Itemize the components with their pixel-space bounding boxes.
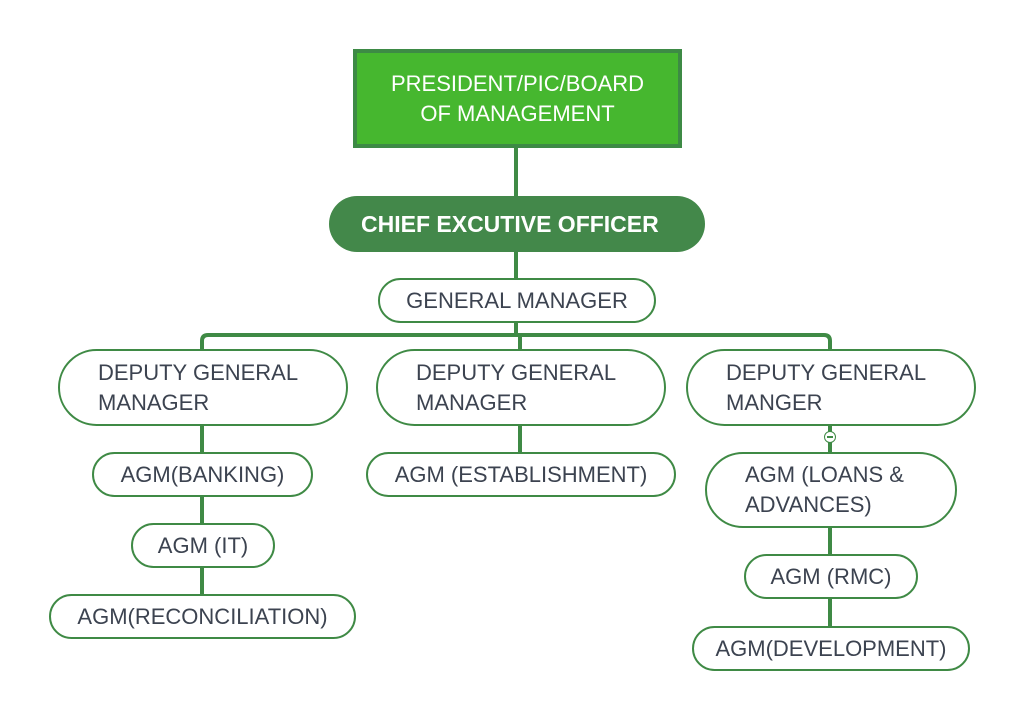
node-label: CHIEF EXCUTIVE OFFICER [361, 211, 659, 237]
node-label: ADVANCES) [745, 492, 872, 517]
node-label: DEPUTY GENERAL [726, 359, 927, 385]
node-ceo[interactable]: CHIEF EXCUTIVE OFFICER [329, 196, 705, 252]
node-dgm-2[interactable]: DEPUTY GENERAL MANAGER [376, 349, 666, 426]
node-general-manager[interactable]: GENERAL MANAGER [378, 278, 656, 323]
node-label: DEPUTY GENERAL [416, 359, 617, 385]
node-label: MANAGER [416, 389, 528, 415]
node-label: GENERAL MANAGER [406, 287, 628, 313]
node-agm-banking[interactable]: AGM(BANKING) [92, 452, 313, 497]
node-label: AGM (IT) [157, 532, 249, 558]
node-label: OF MANAGEMENT [420, 100, 615, 126]
node-president[interactable]: PRESIDENT/PIC/BOARD OF MANAGEMENT [353, 49, 682, 148]
node-label: DEPUTY GENERAL [98, 359, 299, 385]
node-agm-establishment[interactable]: AGM (ESTABLISHMENT) [366, 452, 676, 497]
node-agm-reconciliation[interactable]: AGM(RECONCILIATION) [49, 594, 356, 639]
node-agm-rmc[interactable]: AGM (RMC) [744, 554, 918, 599]
node-label: PRESIDENT/PIC/BOARD [390, 70, 645, 96]
node-label: AGM (ESTABLISHMENT) [394, 461, 648, 487]
collapse-icon[interactable] [824, 431, 836, 443]
node-agm-loans-advances[interactable]: AGM (LOANS & ADVANCES) [705, 452, 957, 528]
node-dgm-1[interactable]: DEPUTY GENERAL MANAGER [58, 349, 348, 426]
node-label: AGM(RECONCILIATION) [77, 603, 328, 629]
node-agm-development[interactable]: AGM(DEVELOPMENT) [692, 626, 970, 671]
node-label: AGM(BANKING) [120, 461, 285, 487]
node-label: AGM (RMC) [770, 563, 892, 589]
connector-branch [200, 333, 832, 349]
node-label: MANGER [726, 389, 823, 415]
node-dgm-3[interactable]: DEPUTY GENERAL MANGER [686, 349, 976, 426]
node-agm-it[interactable]: AGM (IT) [131, 523, 275, 568]
node-label: AGM(DEVELOPMENT) [715, 635, 947, 661]
node-label: MANAGER [98, 389, 210, 415]
node-label: AGM (LOANS & [745, 462, 904, 487]
